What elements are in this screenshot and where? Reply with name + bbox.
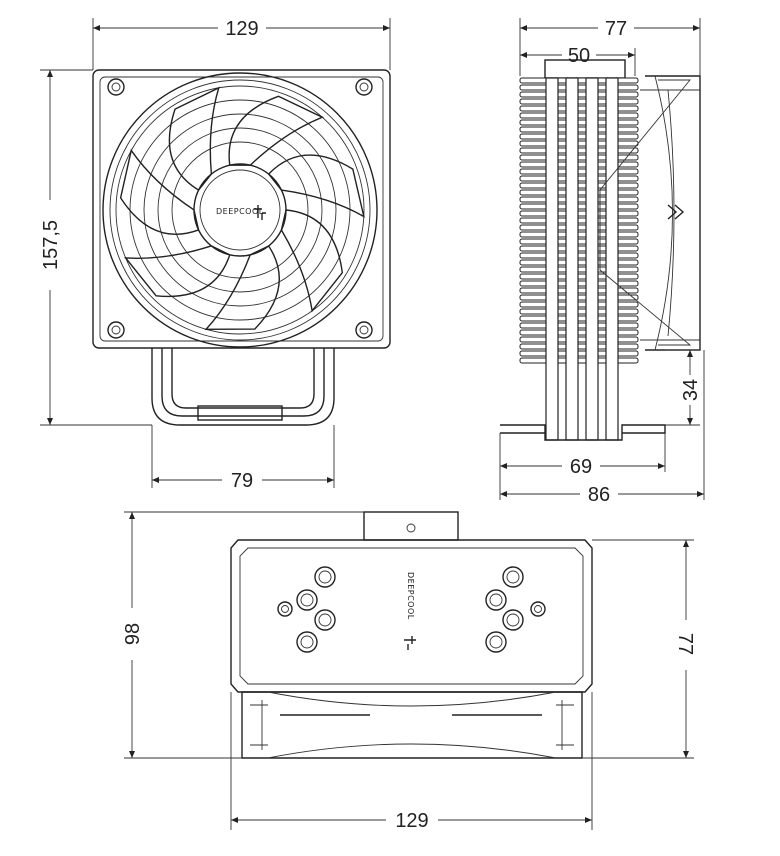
dim-side-base-outer: 86 (500, 350, 705, 506)
front-mount-holes (107, 78, 373, 339)
side-fin (519, 252, 639, 259)
side-fin (519, 329, 639, 336)
dim-top-width-label: 129 (395, 810, 428, 832)
fan-icon (102, 72, 378, 348)
side-view (500, 59, 701, 441)
side-fin (519, 224, 639, 231)
deepcool-logo-icon (254, 205, 266, 220)
side-fin (519, 259, 639, 266)
side-heatpipes (545, 77, 619, 441)
dim-front-width-label: 129 (225, 18, 258, 40)
top-logo-icon (404, 636, 416, 650)
side-fin (519, 168, 639, 175)
heatpipe-icon (277, 566, 546, 653)
side-fan (640, 75, 701, 351)
dim-side-fan-clearance: 34 (665, 349, 702, 426)
dim-top-width: 129 (230, 692, 593, 832)
fan-blade (119, 148, 200, 235)
dim-side-depth-label: 77 (605, 18, 627, 40)
side-fin (519, 182, 639, 189)
side-fin (519, 322, 639, 329)
front-heatpipes (151, 348, 335, 426)
side-fin (519, 196, 639, 203)
side-fin (519, 315, 639, 322)
side-fin (519, 147, 639, 154)
dim-base-width: 79 (151, 425, 335, 492)
front-fan-frame (92, 69, 391, 349)
dim-side-fin-depth-label: 50 (568, 45, 590, 67)
fan-blade (204, 245, 280, 330)
side-fin (519, 245, 639, 252)
side-fin-stack (519, 77, 639, 364)
side-fin (519, 231, 639, 238)
side-fin (519, 77, 639, 84)
dim-side-base-outer-label: 86 (588, 484, 610, 506)
side-fin (519, 175, 639, 182)
side-fin (519, 294, 639, 301)
dim-side-depth: 77 (519, 18, 701, 76)
side-fin (519, 112, 639, 119)
fan-blade (267, 154, 365, 218)
side-fin (519, 98, 639, 105)
side-fin (519, 266, 639, 273)
dim-top-fin-height-label: 77 (674, 633, 696, 655)
side-fin (519, 91, 639, 98)
fan-blade (228, 95, 325, 166)
dim-front-height: 157,5 (40, 69, 152, 426)
side-fin (519, 105, 639, 112)
side-fin (519, 217, 639, 224)
dim-front-width: 129 (92, 18, 391, 70)
side-fin (519, 84, 639, 91)
dim-top-depth-label: 98 (122, 623, 144, 645)
side-fin (519, 350, 639, 357)
side-fin (519, 273, 639, 280)
dim-side-fin-depth: 50 (520, 45, 636, 76)
side-fin (519, 203, 639, 210)
dim-top-depth: 98 (122, 511, 364, 759)
side-fin (519, 301, 639, 308)
dim-front-height-label: 157,5 (40, 220, 62, 270)
side-fin (519, 336, 639, 343)
side-fin (519, 126, 639, 133)
side-fin (519, 119, 639, 126)
side-fin (519, 154, 639, 161)
side-fin (519, 238, 639, 245)
side-fin (519, 140, 639, 147)
side-fin (519, 343, 639, 350)
fan-blade (124, 245, 231, 298)
fan-blade (168, 86, 220, 191)
dim-side-fan-clearance-label: 34 (680, 379, 702, 401)
fan-blade (280, 209, 344, 313)
side-fin (519, 357, 639, 364)
side-fin (519, 210, 639, 217)
front-brand-label: DEEPCOOL (216, 207, 264, 216)
dim-side-base-inner-label: 69 (570, 456, 592, 478)
dim-base-width-label: 79 (231, 470, 253, 492)
side-fin (519, 189, 639, 196)
side-fin (519, 133, 639, 140)
dim-top-fin-height: 77 (582, 539, 696, 759)
top-view: DEEPCOOL (230, 511, 593, 759)
side-fin (519, 280, 639, 287)
side-fin (519, 287, 639, 294)
front-view: DEEPCOOL (92, 69, 391, 426)
top-brand-label: DEEPCOOL (406, 572, 415, 620)
dim-side-base-inner: 69 (499, 433, 666, 500)
side-fin (519, 308, 639, 315)
